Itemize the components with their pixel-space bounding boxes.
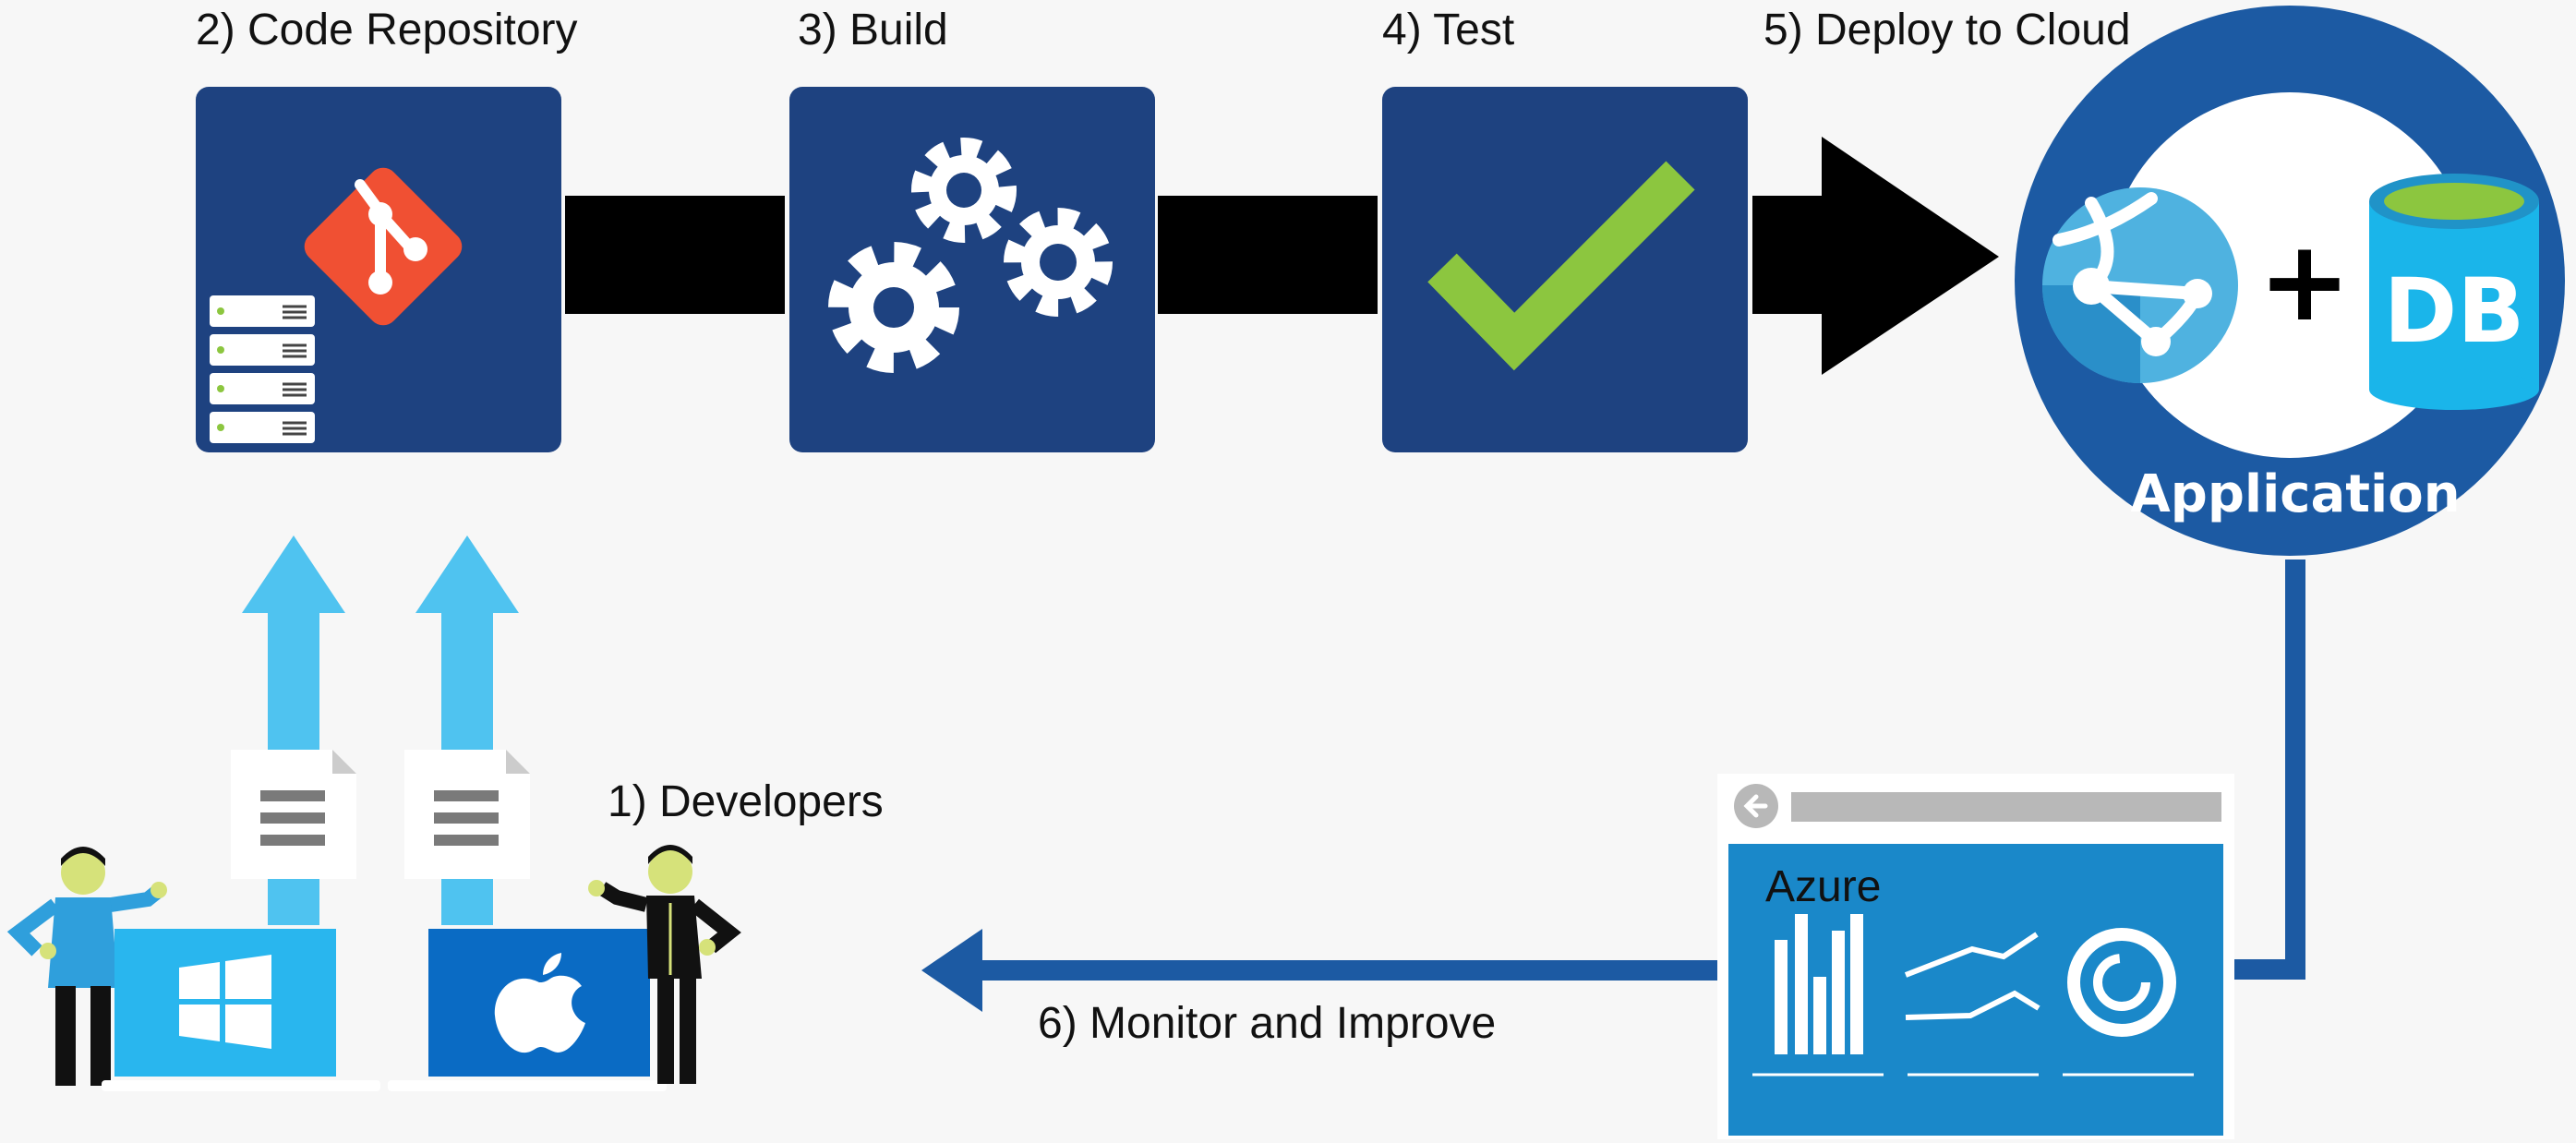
plus-sign: + [2258,218,2352,346]
arrow-deploy [1752,137,1999,375]
address-bar [1791,792,2221,822]
gears-icon [828,138,1113,373]
windows-laptop [102,929,380,1091]
test-tile [1382,87,1748,452]
apple-logo-icon [494,953,585,1053]
git-logo-icon [304,167,463,326]
step-developers-label: 1) Developers [608,777,884,826]
azure-dashboard: Azure [1717,774,2234,1139]
step-monitor-label: 6) Monitor and Improve [1038,999,1496,1048]
arrow-monitor [921,929,1717,1012]
mac-laptop [388,929,667,1091]
back-arrow-icon [1743,794,1768,818]
database-icon: DB [2369,174,2539,410]
document-icon [404,750,530,879]
windows-logo-icon [179,955,271,1049]
database-label: DB [2384,259,2525,363]
application-node: + DB Application [2015,6,2565,556]
step-test-label: 4) Test [1382,6,1514,54]
server-stack-icon [210,295,315,443]
step-deploy-label: 5) Deploy to Cloud [1763,6,2131,54]
connector-build-test [1158,196,1378,314]
dashboard-title: Azure [1765,862,1881,911]
donut-chart-icon [2067,928,2176,1037]
step-code-repository-label: 2) Code Repository [196,6,578,54]
bar-chart-icon [1775,914,1863,1054]
document-icon [231,750,356,879]
line-chart-icon [1904,932,2040,1020]
application-label: Application [2130,464,2460,524]
connector-app-monitor [2234,559,2305,980]
checkmark-icon [1427,161,1695,371]
developer-person-icon [6,847,167,1086]
code-repository-tile [196,87,561,452]
web-app-globe-icon [2042,187,2238,383]
connector-repo-build [565,196,785,314]
developer-person-icon [588,845,741,1084]
build-tile [789,87,1155,452]
step-build-label: 3) Build [798,6,948,54]
